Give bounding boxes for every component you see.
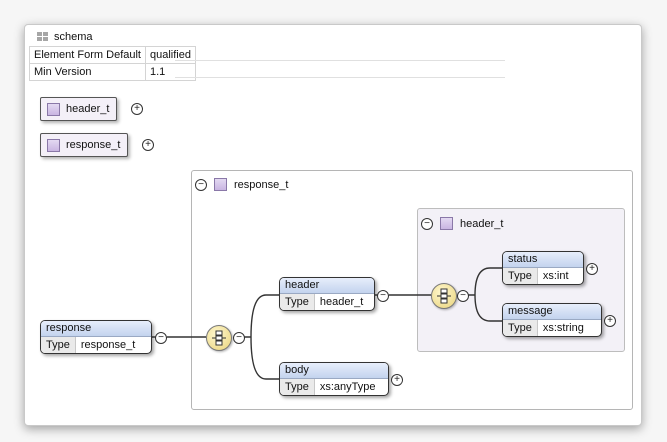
expand-toggle-icon[interactable]: + [131, 103, 143, 115]
table-row: Min Version 1.1 [29, 63, 196, 81]
property-value: 1.1 [144, 63, 196, 81]
type-label: Type [41, 337, 76, 353]
element-name: message [503, 304, 601, 320]
element-name: header [280, 278, 374, 294]
response-element[interactable]: response Type response_t [40, 320, 152, 354]
message-element[interactable]: message Type xs:string [502, 303, 602, 337]
expand-toggle-icon[interactable]: + [391, 374, 403, 386]
type-value: xs:int [542, 270, 569, 282]
body-element[interactable]: body Type xs:anyType [279, 362, 389, 396]
type-value: header_t [319, 296, 364, 308]
sequence-glyph-icon [437, 288, 451, 304]
expand-toggle-icon[interactable]: + [604, 315, 616, 327]
sequence-glyph-icon [212, 330, 226, 346]
header-t-frame-title: − header_t [421, 217, 503, 230]
schema-grid-icon [37, 32, 48, 42]
schema-properties-table: Element Form Default qualified Min Versi… [29, 46, 196, 81]
schema-header: schema [37, 31, 93, 43]
element-type-row: Type header_t [280, 294, 374, 310]
property-name: Element Form Default [29, 46, 146, 64]
complex-type-icon [440, 217, 453, 230]
element-name: status [503, 252, 583, 268]
type-value: xs:anyType [319, 381, 376, 393]
response-t-type-box[interactable]: response_t [40, 133, 129, 157]
status-element[interactable]: status Type xs:int [502, 251, 584, 285]
type-name: response_t [66, 139, 121, 151]
collapse-toggle-icon[interactable]: − [195, 178, 207, 191]
element-type-row: Type response_t [41, 337, 151, 353]
expand-toggle-icon[interactable]: + [586, 263, 598, 275]
schema-title: schema [54, 31, 93, 43]
element-type-row: Type xs:int [503, 268, 583, 284]
complex-type-icon [47, 102, 60, 116]
schema-diagram-panel: schema Element Form Default qualified Mi… [24, 24, 642, 426]
collapse-toggle-icon[interactable]: − [457, 290, 469, 302]
type-name: header_t [66, 103, 110, 115]
sequence-compositor-icon[interactable] [206, 325, 232, 351]
type-label: Type [280, 379, 315, 395]
frame-title: header_t [460, 217, 504, 230]
response-t-frame-title: − response_t [195, 178, 288, 191]
element-name: response [41, 321, 151, 337]
complex-type-icon [214, 178, 227, 191]
sequence-compositor-icon[interactable] [431, 283, 457, 309]
divider [175, 77, 505, 78]
type-label: Type [503, 268, 538, 284]
property-name: Min Version [29, 63, 146, 81]
type-value: response_t [80, 339, 136, 351]
frame-title: response_t [234, 178, 289, 191]
element-type-row: Type xs:string [503, 320, 601, 336]
collapse-toggle-icon[interactable]: − [233, 332, 245, 344]
divider [175, 60, 505, 61]
type-label: Type [503, 320, 538, 336]
element-type-row: Type xs:anyType [280, 379, 388, 395]
expand-toggle-icon[interactable]: + [142, 139, 154, 151]
collapse-toggle-icon[interactable]: − [155, 332, 167, 344]
element-name: body [280, 363, 388, 379]
header-element[interactable]: header Type header_t [279, 277, 375, 311]
header-t-type-box[interactable]: header_t [40, 97, 118, 121]
type-value: xs:string [542, 322, 584, 334]
collapse-toggle-icon[interactable]: − [377, 290, 389, 302]
collapse-toggle-icon[interactable]: − [421, 217, 433, 230]
complex-type-icon [47, 138, 60, 152]
type-label: Type [280, 294, 315, 310]
table-row: Element Form Default qualified [29, 46, 196, 64]
